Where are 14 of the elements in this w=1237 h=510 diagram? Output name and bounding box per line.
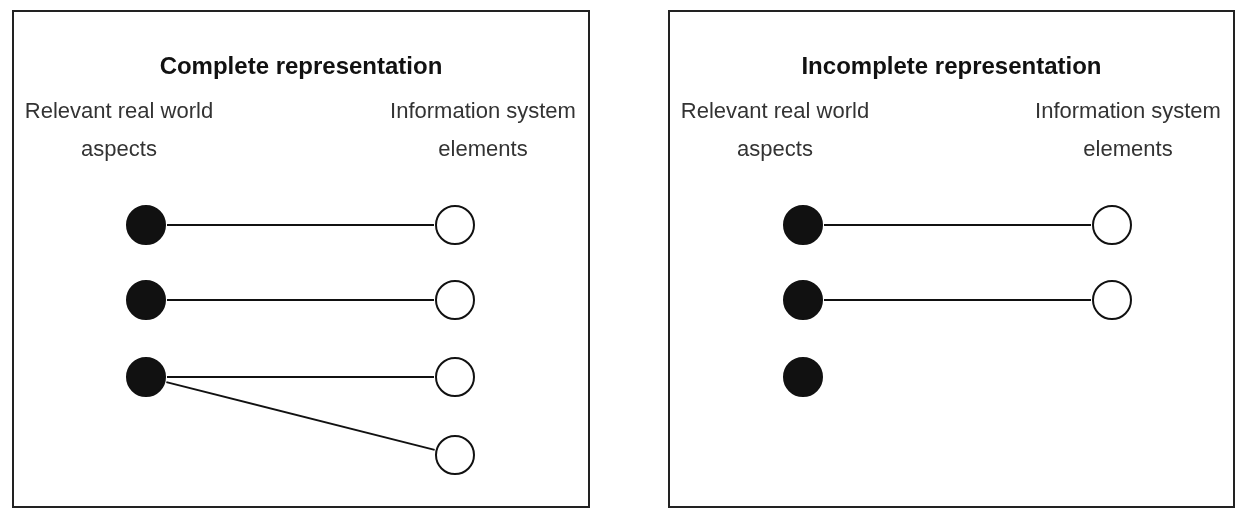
connector-line <box>166 299 435 301</box>
connector-line <box>165 381 436 451</box>
panel-title: Incomplete representation <box>800 51 1103 81</box>
connector-line <box>166 376 435 378</box>
connector-line <box>823 299 1092 301</box>
panel-title: Complete representation <box>158 51 444 81</box>
panel-box <box>668 10 1235 508</box>
panel-box <box>12 10 590 508</box>
column-heading: Relevant real world aspects <box>23 97 215 163</box>
column-heading: Relevant real world aspects <box>679 97 871 163</box>
column-heading: Information system elements <box>1034 97 1222 163</box>
connector-line <box>823 224 1092 226</box>
connector-line <box>166 224 435 226</box>
column-heading: Information system elements <box>389 97 577 163</box>
